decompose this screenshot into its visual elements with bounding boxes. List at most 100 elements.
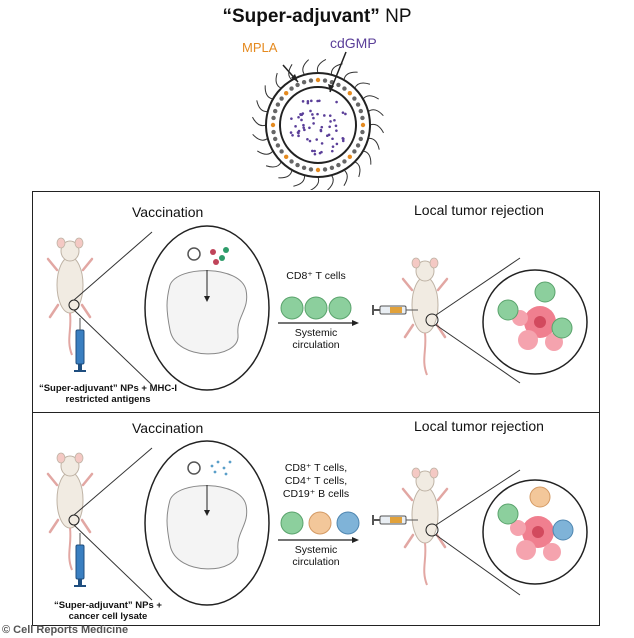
lipid-head — [275, 143, 281, 148]
peg-tail — [278, 169, 293, 179]
systemic-circulation-label: Systemic circulation — [292, 544, 340, 568]
peg-tail — [257, 150, 274, 155]
mpla-arrowhead — [291, 74, 298, 82]
cdgmp-molecule — [330, 149, 334, 153]
lipid-head — [352, 149, 357, 154]
lipid-head — [279, 96, 284, 101]
lipid-head — [360, 115, 365, 121]
peg-tail — [252, 116, 267, 127]
mpla-molecule — [315, 77, 321, 83]
lipid-head — [289, 159, 294, 164]
cdgmp-molecule — [342, 137, 345, 141]
cdgmp-molecule — [308, 126, 311, 130]
lipid-head — [271, 129, 276, 135]
lipid-head — [336, 162, 341, 168]
cdgmp-molecule — [341, 139, 345, 143]
lipid-head — [329, 165, 335, 170]
lipid-head — [358, 108, 363, 114]
cdgmp-molecule — [323, 114, 326, 117]
peg-tail — [343, 71, 358, 81]
cdgmp-molecule — [329, 120, 332, 123]
peg-tail — [264, 85, 274, 100]
peg-tail — [256, 100, 268, 113]
cdgmp-molecule — [294, 125, 297, 128]
peg-tail — [354, 82, 371, 89]
lipid-head — [336, 82, 341, 88]
cdgmp-molecule — [289, 131, 293, 134]
copyright-credit: © Cell Reports Medicine — [2, 624, 129, 636]
lipid-head — [358, 136, 363, 142]
peg-tail — [362, 150, 372, 165]
cdgmp-molecule — [331, 137, 334, 141]
cdgmp-molecule — [306, 101, 310, 105]
lipid-head — [352, 96, 357, 101]
cdgmp-molecule — [313, 152, 317, 156]
peg-tail — [368, 137, 380, 150]
cdgmp-molecule — [316, 99, 319, 103]
figure-title: “Super-adjuvant” NP — [0, 6, 634, 28]
cdgmp-molecule — [331, 145, 335, 148]
lipid-head — [295, 162, 300, 168]
peg-tail — [369, 123, 384, 134]
cdgmp-molecule — [319, 128, 323, 132]
title-suffix: NP — [379, 6, 412, 27]
lipid-head — [360, 129, 365, 135]
lipid-head — [273, 108, 278, 114]
cdgmp-molecule — [328, 114, 332, 117]
peg-tail — [302, 59, 310, 76]
dc-activation-label: DC activation and T cell priming — [187, 307, 235, 354]
mpla-molecule — [283, 90, 289, 96]
panel-peptide-vaccine — [32, 191, 600, 413]
cdgmp-molecule — [344, 112, 347, 116]
rejection-title: Local tumor rejection — [414, 202, 544, 218]
systemic-circulation-label: Systemic circulation — [292, 327, 340, 351]
cdgmp-molecule — [290, 117, 293, 120]
cd4-cells-label: CD4⁺ T cells, — [284, 475, 348, 487]
cdgmp-molecule — [312, 116, 315, 120]
mpla-molecule — [315, 167, 321, 173]
cdgmp-molecule — [299, 112, 302, 116]
cdgmp-pointer — [329, 51, 347, 93]
lipid-head — [342, 159, 347, 164]
lipid-head — [355, 102, 361, 107]
cdgmp-molecule — [302, 126, 305, 129]
cdgmp-molecule — [311, 149, 314, 153]
lipid-head — [279, 149, 284, 154]
lipid-head — [322, 167, 328, 172]
peg-tail — [310, 176, 320, 190]
peg-tail — [362, 95, 379, 100]
title-prefix: “Super-adjuvant” — [222, 6, 380, 27]
cdgmp-molecule — [297, 115, 300, 119]
lipid-head — [301, 80, 307, 85]
lipid-head — [271, 115, 276, 121]
peg-tail — [354, 161, 361, 178]
cdgmp-molecule — [326, 134, 329, 138]
rejection-title: Local tumor rejection — [414, 418, 544, 434]
vaccine-composition-note: “Super-adjuvant” NPs + cancer cell lysat… — [54, 600, 162, 622]
peg-tail — [326, 174, 334, 190]
cdgmp-molecule — [297, 129, 301, 133]
lipid-head — [308, 167, 314, 172]
mpla-molecule — [347, 90, 353, 96]
cdgmp-molecule — [291, 133, 294, 137]
lipid-head — [342, 86, 347, 91]
cdgmp-molecule — [301, 112, 305, 115]
vaccination-title: Vaccination — [132, 420, 204, 436]
panel-lysate-vaccine — [32, 412, 600, 626]
cdgmp-molecule — [320, 125, 324, 129]
cdgmp-molecule — [335, 142, 339, 146]
peg-tail — [265, 161, 282, 168]
cdgmp-molecule — [306, 137, 309, 141]
peg-tail — [367, 109, 384, 117]
vaccine-composition-note: “Super-adjuvant” NPs + MHC-I restricted … — [38, 383, 178, 405]
lipid-head — [301, 165, 307, 170]
peg-tail — [293, 175, 306, 187]
cd8-cells-label: CD8⁺ T cells — [286, 270, 346, 282]
cdgmp-molecule — [315, 138, 319, 141]
lipid-head — [308, 78, 314, 83]
cdgmp-molecule — [306, 100, 310, 103]
peg-tail — [343, 169, 348, 186]
peg-tail — [275, 72, 282, 89]
cdgmp-molecule — [310, 99, 313, 103]
cd8-cells-label: CD8⁺ T cells, — [284, 462, 348, 474]
